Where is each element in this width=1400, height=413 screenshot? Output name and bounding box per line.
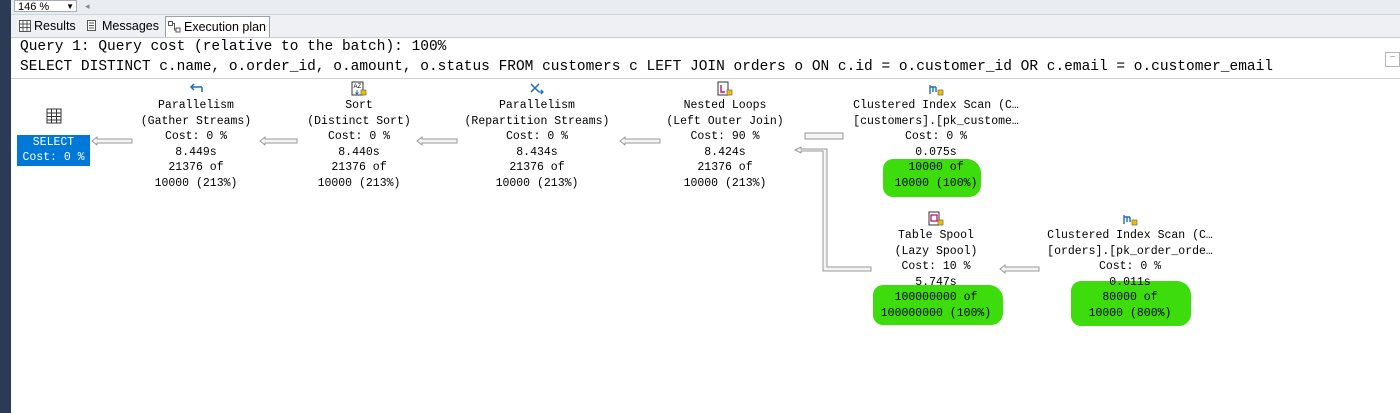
node-cost: Cost: 90 %	[690, 130, 760, 143]
plan-node-scan-customers[interactable]: Clustered Index Scan (C… [customers].[pk…	[841, 81, 1031, 191]
zoom-dropdown[interactable]: 146 % ▼	[14, 0, 77, 13]
sort-icon: AZ	[351, 81, 367, 96]
node-estimate: 10000 (213%)	[317, 176, 401, 190]
execution-plan-icon	[168, 21, 181, 33]
node-cost: Cost: 0 %	[327, 130, 391, 143]
arrow-orders-to-spool	[999, 263, 1040, 275]
node-time: 5.747s	[915, 275, 957, 289]
select-node-label[interactable]: SELECT Cost: 0 %	[17, 135, 90, 166]
node-subtitle: (Repartition Streams)	[464, 114, 610, 128]
nested-loops-icon	[717, 81, 733, 96]
node-time: 8.449s	[175, 145, 217, 159]
node-name: Clustered Index Scan (C…	[853, 99, 1019, 112]
plan-node-repartition-streams[interactable]: Parallelism (Repartition Streams) Cost: …	[452, 81, 622, 191]
select-cost: Cost: 0 %	[22, 151, 85, 164]
plan-node-sort[interactable]: AZ Sort (Distinct Sort) Cost: 0 % 8.440s…	[289, 81, 429, 191]
table-spool-icon	[928, 211, 944, 226]
results-tabbar: Results Messages Execution plan	[11, 15, 1400, 38]
results-toolbar: 146 % ▼ ◂	[11, 0, 1400, 15]
select-label: SELECT	[32, 136, 75, 149]
highlight-spool-rows	[873, 285, 1003, 325]
repartition-icon	[530, 83, 544, 95]
svg-text:AZ: AZ	[354, 84, 362, 90]
node-subtitle: [orders].[pk_order_orde…	[1047, 244, 1213, 258]
plan-node-scan-orders[interactable]: Clustered Index Scan (C… [orders].[pk_or…	[1035, 211, 1225, 321]
node-estimate: 10000 (213%)	[154, 176, 238, 190]
node-name: Parallelism	[158, 99, 234, 112]
node-time: 8.434s	[516, 145, 558, 159]
highlight-customers-rows	[883, 159, 981, 197]
node-rows: 80000 of	[1102, 291, 1158, 304]
arrow-sort-to-gather	[259, 135, 298, 147]
tab-execution-plan-label: Execution plan	[184, 20, 267, 34]
node-cost: Cost: 10 %	[901, 260, 971, 273]
tab-results[interactable]: Results	[17, 17, 79, 35]
node-cost: Cost: 0 %	[1098, 260, 1162, 273]
node-rows: 100000000 of	[894, 291, 978, 304]
node-rows: 21376 of	[168, 161, 224, 174]
node-time: 0.075s	[915, 145, 957, 159]
node-rows: 21376 of	[697, 161, 753, 174]
left-edge-strip	[0, 0, 11, 413]
node-rows: 21376 of	[331, 161, 387, 174]
plan-node-nested-loops[interactable]: Nested Loops (Left Outer Join) Cost: 90 …	[655, 81, 795, 191]
plan-node-table-spool[interactable]: Table Spool (Lazy Spool) Cost: 10 % 5.74…	[866, 211, 1006, 321]
scroll-left-icon[interactable]: ◂	[85, 1, 90, 11]
select-table-icon	[46, 108, 61, 124]
node-name: Nested Loops	[683, 99, 767, 112]
node-estimate: 100000000 (100%)	[880, 306, 992, 320]
node-subtitle: (Distinct Sort)	[307, 114, 411, 128]
node-estimate: 10000 (213%)	[683, 176, 767, 190]
zoom-value: 146 %	[18, 1, 50, 13]
query-sql-text: SELECT DISTINCT c.name, o.order_id, o.am…	[20, 59, 1274, 75]
node-subtitle: (Lazy Spool)	[894, 244, 978, 258]
node-cost: Cost: 0 %	[904, 130, 968, 143]
node-cost: Cost: 0 %	[505, 130, 569, 143]
plan-node-select[interactable]	[17, 108, 90, 125]
execution-plan-pane: Query 1: Query cost (relative to the bat…	[11, 38, 1400, 413]
arrow-spool-to-loops	[793, 146, 872, 272]
grid-icon	[19, 20, 31, 32]
node-estimate: 10000 (100%)	[894, 176, 978, 190]
clustered-index-scan-icon	[1123, 215, 1138, 226]
tab-messages-label: Messages	[102, 19, 159, 33]
node-name: Clustered Index Scan (C…	[1047, 229, 1213, 242]
tab-messages[interactable]: Messages	[85, 17, 162, 35]
plan-connectors	[91, 132, 1040, 275]
tab-results-label: Results	[34, 19, 76, 33]
node-name: Sort	[345, 99, 373, 112]
node-subtitle: [customers].[pk_custome…	[853, 114, 1019, 128]
node-subtitle: (Gather Streams)	[140, 114, 252, 128]
query-cost-header: Query 1: Query cost (relative to the bat…	[20, 39, 447, 55]
messages-icon	[87, 20, 96, 31]
node-name: Parallelism	[499, 99, 575, 112]
plan-node-gather-streams[interactable]: Parallelism (Gather Streams) Cost: 0 % 8…	[126, 81, 266, 191]
node-estimate: 10000 (800%)	[1088, 306, 1172, 320]
parallelism-icon	[189, 83, 203, 92]
node-estimate: 10000 (213%)	[495, 176, 579, 190]
arrow-loops-to-repartition	[619, 135, 661, 147]
node-time: 8.440s	[338, 145, 380, 159]
node-time: 0.011s	[1109, 275, 1151, 289]
arrow-repartition-to-sort	[416, 135, 458, 147]
tab-execution-plan[interactable]: Execution plan	[165, 16, 271, 37]
node-cost: Cost: 0 %	[164, 130, 228, 143]
clustered-index-scan-icon	[929, 85, 944, 96]
node-rows: 21376 of	[509, 161, 565, 174]
chevron-down-icon: ▼	[66, 2, 74, 11]
node-name: Table Spool	[898, 229, 974, 242]
header-divider	[11, 78, 1400, 79]
node-time: 8.424s	[704, 145, 746, 159]
node-subtitle: (Left Outer Join)	[666, 114, 784, 128]
arrow-customers-to-loops	[804, 132, 844, 140]
arrow-gather-to-select	[91, 135, 133, 147]
highlight-orders-rows	[1071, 281, 1191, 326]
node-rows: 10000 of	[908, 161, 964, 174]
